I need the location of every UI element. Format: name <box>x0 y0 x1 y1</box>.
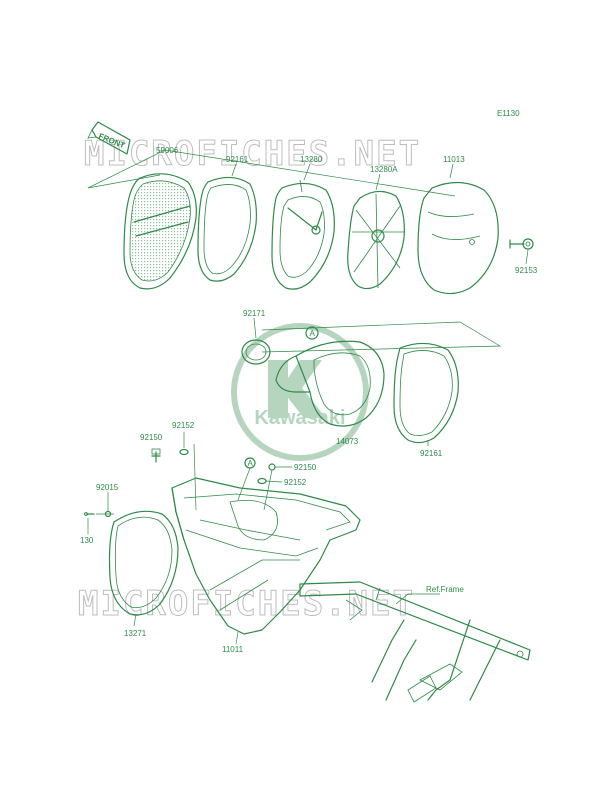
label-11011: 11011 <box>222 645 244 654</box>
part-59006-screen <box>123 173 197 290</box>
label-92161-top: 92161 <box>226 155 249 164</box>
label-92150-left: 92150 <box>140 433 163 442</box>
fastener-92152-left <box>179 448 189 456</box>
part-13271-gasket <box>108 510 179 616</box>
label-13271: 13271 <box>124 629 147 638</box>
part-92153-bolt <box>509 238 534 250</box>
label-14073: 14073 <box>336 437 359 446</box>
watermark-top: MICROFICHES.NET <box>84 134 421 174</box>
part-92161-gasket-top <box>197 176 257 282</box>
diagram-code: E1130 <box>497 109 520 118</box>
assembly-line-top-2 <box>87 174 161 189</box>
part-13280A-cage <box>347 190 405 290</box>
reference-frame <box>299 581 531 703</box>
fastener-130 <box>84 512 95 516</box>
label-11013: 11013 <box>443 155 465 164</box>
label-130: 130 <box>80 536 94 545</box>
watermark-bottom: MICROFICHES.NET <box>78 584 415 624</box>
label-92152-left: 92152 <box>172 421 195 430</box>
assembly-line-top <box>87 149 456 197</box>
kawasaki-logo-watermark: Kawasaki <box>231 323 369 461</box>
label-13280A: 13280A <box>370 165 398 174</box>
part-92161-gasket-middle <box>393 342 459 444</box>
label-92153: 92153 <box>515 266 538 275</box>
ref-marker-a-middle: A <box>310 329 316 338</box>
label-92015: 92015 <box>96 483 119 492</box>
label-92171: 92171 <box>243 309 266 318</box>
part-11013-filter <box>417 181 499 295</box>
label-ref-frame: Ref.Frame <box>426 585 464 594</box>
label-92152-center: 92152 <box>284 478 307 487</box>
ref-marker-a-lower: A <box>248 459 254 468</box>
fastener-92150-center <box>268 463 276 471</box>
label-92161-middle: 92161 <box>420 449 443 458</box>
label-13280: 13280 <box>300 155 323 164</box>
part-92171-clamp <box>241 339 271 365</box>
part-13280-holder <box>271 179 335 290</box>
logo-text: Kawasaki <box>254 407 345 429</box>
fastener-92150-left <box>151 448 161 463</box>
label-92150-center: 92150 <box>294 463 317 472</box>
fastener-92152-center <box>257 477 267 485</box>
label-59006: 59006 <box>156 146 179 155</box>
part-14073-duct <box>275 340 385 427</box>
assembly-line-middle <box>261 321 502 353</box>
